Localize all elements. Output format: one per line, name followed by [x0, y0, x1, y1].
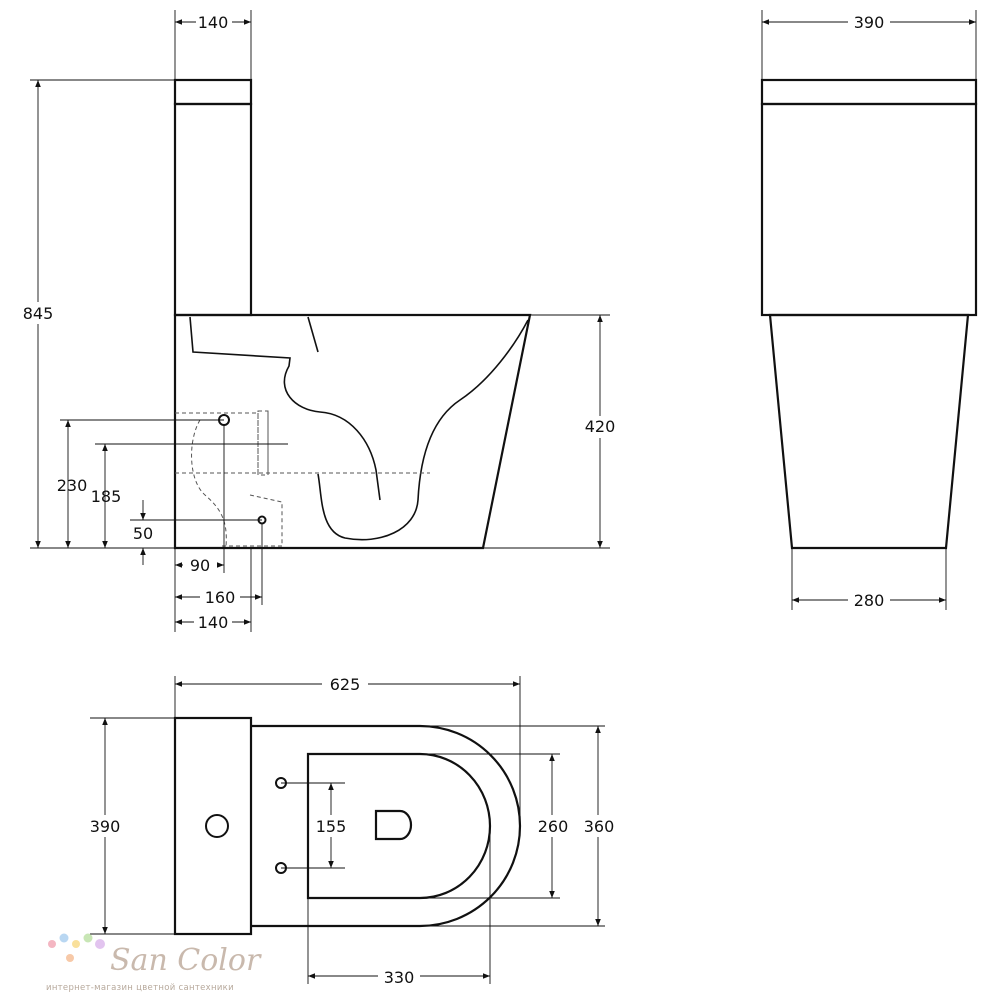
side-tank-lid: [173, 78, 253, 106]
label-offset-a: 90: [190, 556, 210, 575]
label-outlet-a: 230: [57, 476, 88, 495]
label-front-width: 390: [854, 13, 885, 32]
watermark-dot: [59, 933, 69, 943]
watermark-dots: [48, 933, 105, 962]
label-bg: [534, 815, 572, 837]
label-outlet-b: 185: [91, 487, 122, 506]
label-bg: [580, 815, 620, 837]
side-trap-curve: [189, 316, 381, 501]
label-bg: [183, 555, 217, 575]
top-view: 625 390 155 260 360 330: [84, 674, 620, 988]
front-view: 390 280: [760, 10, 978, 610]
label-offset-c: 140: [198, 613, 229, 632]
front-bowl-body: [768, 313, 970, 550]
front-tank-lid: [760, 78, 978, 106]
label-hole-spacing: 155: [316, 817, 347, 836]
watermark-dot: [72, 940, 80, 948]
label-bg: [18, 302, 58, 324]
label-bg: [322, 674, 368, 696]
side-bowl-body: [173, 313, 532, 550]
label-total-height: 845: [23, 304, 54, 323]
label-offset-b: 160: [205, 588, 236, 607]
watermark: San Color интернет-магазин цветной санте…: [46, 933, 262, 993]
watermark-brand: San Color: [110, 943, 262, 978]
label-bg: [378, 966, 420, 988]
label-fixing-height: 50: [133, 524, 153, 543]
label-bowl-width: 360: [584, 817, 615, 836]
label-total-length: 625: [330, 675, 361, 694]
label-front-base: 280: [854, 591, 885, 610]
side-hidden-outlet: [175, 411, 430, 547]
watermark-dot: [95, 939, 105, 949]
side-view: 140 845 420 230 185 50 90 160 140: [18, 10, 620, 632]
label-seat-width: 260: [538, 817, 569, 836]
label-tank-depth: 140: [198, 13, 229, 32]
top-tank: [173, 716, 253, 936]
label-bg: [582, 416, 620, 438]
label-bg: [848, 12, 890, 32]
watermark-dot: [48, 940, 56, 948]
watermark-dot: [83, 933, 93, 943]
top-extension-lines: [90, 676, 605, 984]
label-bg: [194, 612, 232, 632]
side-extension-lines: [30, 10, 610, 632]
side-hidden-pipe: [257, 410, 269, 476]
top-seat-cover: [374, 809, 413, 841]
label-bg: [848, 590, 890, 610]
top-flush-button: [205, 814, 229, 838]
label-bowl-height: 420: [585, 417, 616, 436]
label-bg: [196, 12, 232, 32]
side-flush-rim: [307, 316, 319, 353]
label-bg: [314, 815, 350, 837]
watermark-tagline: интернет-магазин цветной сантехники: [46, 983, 234, 993]
front-tank-body: [760, 102, 978, 317]
side-bowl-inner: [317, 319, 529, 541]
label-seat-length: 330: [384, 968, 415, 987]
label-bg: [200, 587, 240, 607]
label-top-width: 390: [90, 817, 121, 836]
front-extension-lines: [761, 10, 977, 610]
watermark-dot: [66, 954, 74, 962]
side-tank-body: [173, 102, 253, 317]
label-bg: [84, 815, 126, 837]
top-bowl-outline: [251, 724, 522, 928]
